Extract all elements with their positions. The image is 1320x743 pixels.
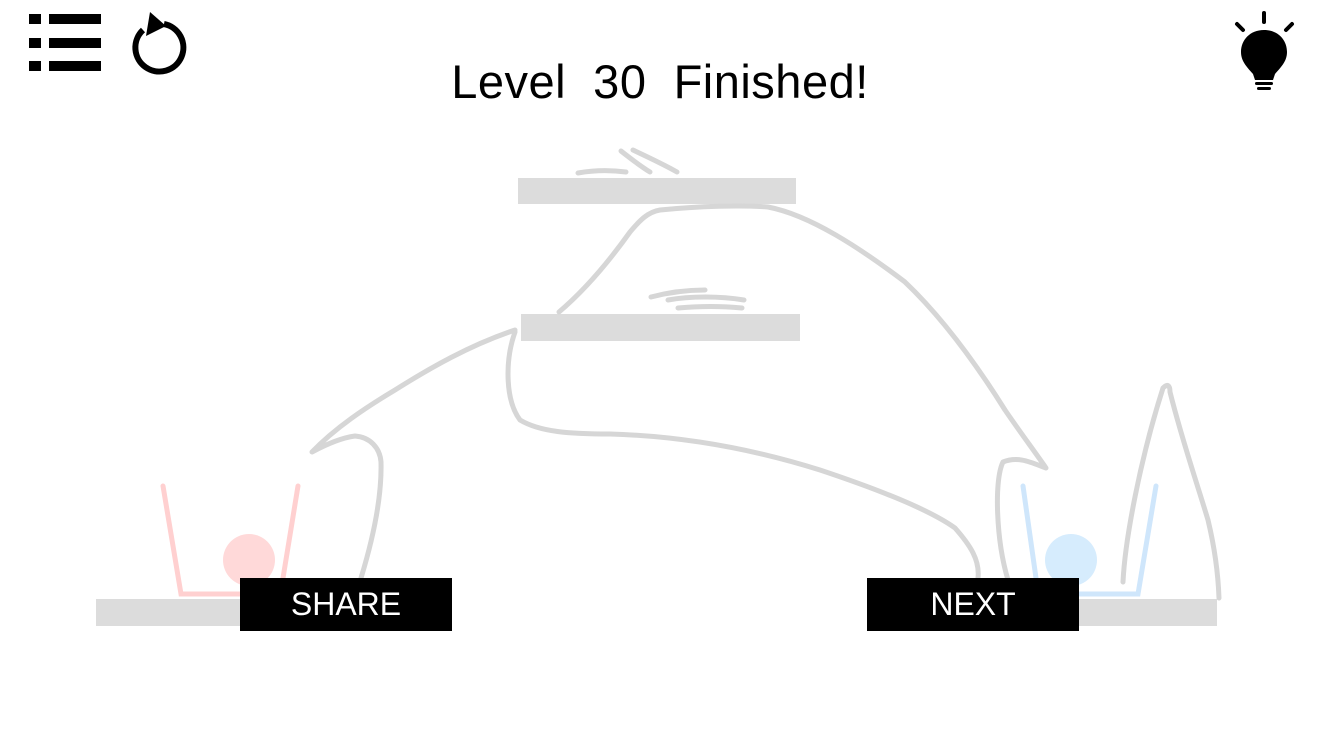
restart-icon [132,12,187,75]
platform-bottom-left [96,599,246,626]
lightbulb-icon [1235,11,1294,90]
hint-button[interactable] [1228,10,1300,94]
platform-top [518,178,796,204]
drawn-line-big-arch [556,203,1049,583]
share-button[interactable]: SHARE [240,578,452,631]
drawn-scribble-middle [648,287,747,311]
blue-cup [1020,483,1159,597]
platform-bottom-right [1078,599,1217,626]
red-cup [160,483,301,597]
drawn-lines [309,147,1222,601]
drawn-line-left-ramp [309,327,518,581]
drawn-scribble-top [575,147,680,176]
drawn-line-spike [1120,383,1222,601]
red-ball [223,534,275,586]
platform-middle [521,314,800,341]
level-finished-title: Level 30 Finished! [451,55,869,108]
level-menu-button[interactable] [26,12,104,74]
restart-button[interactable] [126,10,188,76]
drawn-line-lower-curve [505,329,981,581]
next-level-button[interactable]: NEXT [867,578,1079,631]
blue-ball [1045,534,1097,586]
list-menu-icon [29,14,101,71]
